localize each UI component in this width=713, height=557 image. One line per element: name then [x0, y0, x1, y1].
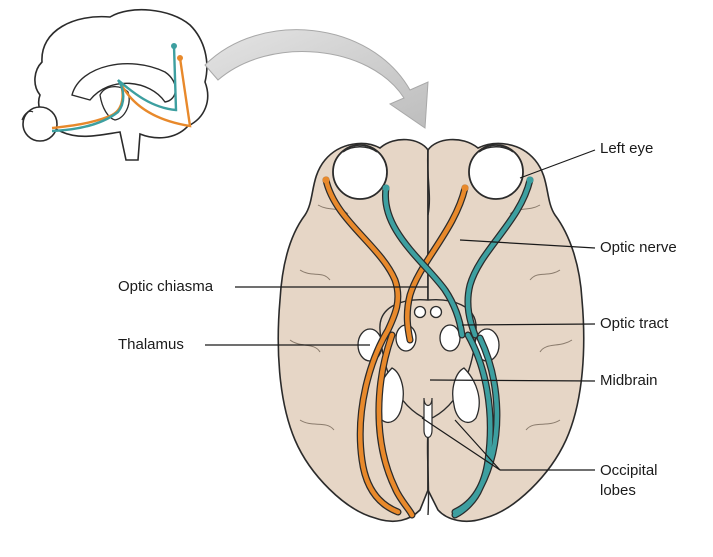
- leader-midbrain: [429, 379, 596, 382]
- label-thalamus: Thalamus: [118, 336, 184, 353]
- transition-arrow: [204, 29, 429, 129]
- inferior-brain: [277, 138, 585, 522]
- sagittal-left-pathway-end: [177, 55, 183, 61]
- right-ventricle: [452, 367, 480, 423]
- sagittal-right-pathway: [51, 45, 178, 133]
- left-hemisphere: [277, 138, 429, 522]
- sagittal-eye: [22, 106, 58, 142]
- longitudinal-fissure: [426, 149, 431, 516]
- leader-occipital-lobe-left: [421, 417, 501, 471]
- left-eyeball: [468, 144, 524, 200]
- leader-optic-nerve: [459, 239, 596, 249]
- label-midbrain: Midbrain: [600, 372, 658, 389]
- leader-left-eye: [519, 149, 596, 179]
- label-occipital-lobes-line2: lobes: [600, 482, 636, 499]
- right-eyeball: [332, 144, 388, 200]
- label-optic-nerve: Optic nerve: [600, 239, 677, 256]
- sagittal-right-pathway-end: [171, 43, 177, 49]
- leader-optic-tract: [461, 323, 596, 326]
- right-hemisphere: [427, 138, 585, 522]
- leader-lines: [205, 149, 596, 471]
- sagittal-brain-inset: [21, 8, 209, 161]
- aqueduct: [423, 397, 433, 439]
- teal-pathway: [382, 176, 534, 519]
- label-occipital-lobes-line1: Occipital: [600, 462, 658, 479]
- mammillary-body-left: [413, 305, 427, 319]
- leader-occipital-lobe-right: [454, 419, 501, 471]
- right-lateral-geniculate: [439, 324, 461, 352]
- label-optic-tract: Optic tract: [600, 315, 669, 332]
- mammillary-body-right: [429, 305, 443, 319]
- label-left-eye: Left eye: [600, 140, 654, 157]
- sagittal-eye-lens: [21, 110, 34, 121]
- label-optic-chiasma: Optic chiasma: [118, 278, 214, 295]
